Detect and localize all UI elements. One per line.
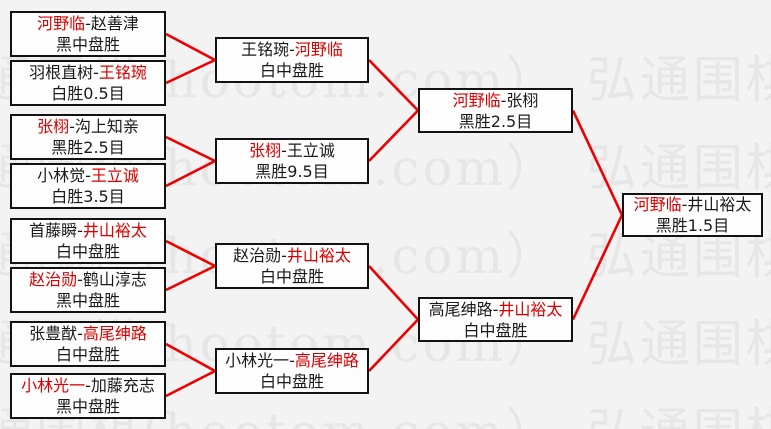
player-name: 井山裕太 bbox=[687, 195, 752, 214]
match-result: 黑胜2.5目 bbox=[51, 138, 125, 157]
match-box-round-1-6: 赵治勋-鹤山淳志黑中盘胜 bbox=[10, 267, 166, 313]
match-result: 黑胜1.5目 bbox=[655, 216, 730, 235]
bracket-connector-line bbox=[571, 214, 624, 321]
bracket-connector-line bbox=[165, 369, 216, 398]
winner-name: 王立诚 bbox=[90, 166, 139, 185]
winner-name: 河野临 bbox=[633, 195, 682, 214]
vs-dash: - bbox=[500, 90, 507, 110]
winner-name: 赵治勋 bbox=[29, 270, 78, 289]
match-box-round-1-4: 小林觉-王立诚白胜3.5目 bbox=[10, 163, 166, 209]
match-box-round-1-7: 张豊猷-高尾绅路白中盘胜 bbox=[10, 321, 166, 367]
winner-name: 王铭琬 bbox=[98, 63, 147, 82]
player-name: 加藤充志 bbox=[90, 376, 155, 395]
match-box-round-2-4: 小林光一-高尾绅路白中盘胜 bbox=[215, 348, 369, 394]
match-box-semifinal-1: 河野临-张栩黑胜2.5目 bbox=[418, 88, 573, 133]
vs-dash: - bbox=[85, 166, 91, 185]
match-result: 黑中盘胜 bbox=[55, 291, 120, 310]
player-name: 赵善津 bbox=[90, 14, 139, 33]
winner-name: 井山裕太 bbox=[82, 221, 147, 240]
bracket-connector-line bbox=[368, 318, 419, 372]
vs-dash: - bbox=[289, 40, 295, 59]
winner-name: 张栩 bbox=[37, 117, 70, 136]
winner-name: 井山裕太 bbox=[498, 299, 563, 319]
match-result: 黑中盘胜 bbox=[55, 397, 120, 416]
winner-name: 河野临 bbox=[452, 90, 501, 110]
match-result: 白中盘胜 bbox=[259, 61, 324, 80]
match-box-round-1-3: 张栩-沟上知亲黑胜2.5目 bbox=[10, 114, 166, 160]
match-box-round-1-5: 首藤瞬-井山裕太白中盘胜 bbox=[10, 218, 166, 264]
match-box-final-1: 河野临-井山裕太黑胜1.5目 bbox=[622, 193, 763, 237]
winner-name: 高尾绅路 bbox=[294, 351, 359, 370]
vs-dash: - bbox=[289, 351, 295, 370]
match-box-round-1-8: 小林光一-加藤充志黑中盘胜 bbox=[10, 373, 166, 419]
vs-dash: - bbox=[77, 221, 83, 240]
match-result: 白中盘胜 bbox=[55, 242, 120, 261]
player-name: 小林觉 bbox=[37, 166, 86, 185]
player-name: 张栩 bbox=[506, 90, 539, 110]
vs-dash: - bbox=[77, 270, 83, 289]
bracket-connector-line bbox=[165, 264, 216, 292]
vs-dash: - bbox=[681, 195, 688, 214]
bracket-connector-line bbox=[165, 342, 216, 373]
vs-dash: - bbox=[85, 376, 91, 395]
player-name: 首藤瞬 bbox=[29, 221, 78, 240]
player-name: 高尾绅路 bbox=[428, 299, 493, 319]
winner-name: 张栩 bbox=[249, 141, 282, 160]
player-name: 羽根直树 bbox=[29, 63, 94, 82]
vs-dash: - bbox=[85, 14, 91, 33]
winner-name: 河野临 bbox=[37, 14, 86, 33]
match-result: 白中盘胜 bbox=[259, 372, 324, 391]
match-result: 白胜3.5目 bbox=[51, 187, 125, 206]
vs-dash: - bbox=[77, 324, 83, 343]
player-name: 张豊猷 bbox=[29, 324, 78, 343]
vs-dash: - bbox=[281, 141, 287, 160]
match-box-semifinal-2: 高尾绅路-井山裕太白中盘胜 bbox=[418, 297, 573, 342]
vs-dash: - bbox=[281, 246, 287, 265]
bracket-connector-line bbox=[571, 109, 624, 216]
winner-name: 小林光一 bbox=[21, 376, 86, 395]
match-result: 白中盘胜 bbox=[55, 345, 120, 364]
player-name: 赵治勋 bbox=[233, 246, 282, 265]
match-box-round-1-2: 羽根直树-王铭琬白胜0.5目 bbox=[10, 60, 166, 106]
player-name: 鹤山淳志 bbox=[82, 270, 147, 289]
match-result: 黑胜2.5目 bbox=[458, 111, 533, 131]
bracket-connector-line bbox=[165, 159, 216, 188]
match-box-round-1-1: 河野临-赵善津黑中盘胜 bbox=[10, 11, 166, 57]
match-result: 白胜0.5目 bbox=[51, 84, 125, 103]
winner-name: 高尾绅路 bbox=[82, 324, 147, 343]
bracket-connector-line bbox=[165, 58, 216, 85]
match-box-round-2-3: 赵治勋-井山裕太白中盘胜 bbox=[215, 243, 369, 289]
player-name: 小林光一 bbox=[225, 351, 290, 370]
match-result: 白中盘胜 bbox=[463, 320, 528, 340]
bracket-connector-line bbox=[368, 109, 419, 162]
bracket-connector-line bbox=[368, 59, 419, 112]
match-result: 黑中盘胜 bbox=[55, 35, 120, 54]
vs-dash: - bbox=[69, 117, 75, 136]
player-name: 沟上知亲 bbox=[74, 117, 139, 136]
bracket-connector-line bbox=[165, 135, 216, 163]
bracket-connector-line bbox=[368, 265, 419, 321]
winner-name: 井山裕太 bbox=[286, 246, 351, 265]
match-result: 白中盘胜 bbox=[259, 267, 324, 286]
match-result: 黑胜9.5目 bbox=[255, 162, 329, 181]
player-name: 王铭琬 bbox=[241, 40, 290, 59]
winner-name: 河野临 bbox=[294, 40, 343, 59]
match-box-round-2-1: 王铭琬-河野临白中盘胜 bbox=[215, 37, 369, 83]
bracket-connector-line bbox=[165, 32, 216, 62]
match-box-round-2-2: 张栩-王立诚黑胜9.5目 bbox=[215, 138, 369, 184]
vs-dash: - bbox=[492, 299, 499, 319]
bracket-connector-line bbox=[165, 239, 216, 268]
vs-dash: - bbox=[93, 63, 99, 82]
player-name: 王立诚 bbox=[286, 141, 335, 160]
